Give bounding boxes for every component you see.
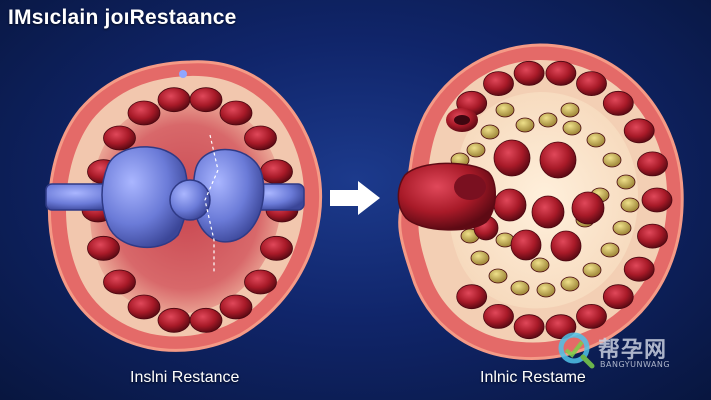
red-blood-cell [576,71,607,96]
fat-droplet [612,220,632,236]
fat-droplet [536,282,556,298]
magnifier-logo-icon [558,332,595,369]
red-blood-cell [260,235,293,261]
red-blood-cell [244,269,277,295]
fat-droplet [495,102,515,118]
red-blood-cell [456,284,488,310]
insulin-particle [571,191,605,225]
red-blood-cell [219,294,253,320]
red-blood-cell [189,307,223,333]
red-blood-cell [244,125,277,151]
red-blood-cell [576,303,607,329]
left-caption: Inslni Restance [130,369,240,386]
fat-droplet [510,280,530,296]
red-blood-cell [87,235,120,261]
insulin-particle [539,141,577,179]
left-cell-ring [81,87,299,333]
right-organ [397,43,684,361]
insulin-particles [473,139,605,262]
watermark: 帮孕网 BANGYUNWANG [556,330,706,376]
fat-droplet [586,132,606,148]
watermark-logo-text: 帮孕网 [598,338,668,363]
fat-droplet [620,197,640,213]
red-blood-cell [545,60,577,86]
fat-droplet [466,142,486,158]
red-blood-cell [623,118,655,144]
red-blood-cell [483,303,514,329]
fat-droplet [560,276,580,292]
insulin-particle [550,230,582,262]
red-blood-cell [545,314,577,340]
fat-droplet [562,120,582,136]
red-blood-cell [157,307,191,333]
insulin-particle [493,188,527,222]
red-blood-cell [127,294,161,320]
red-blood-cell [189,87,223,113]
red-blood-cell [637,223,668,249]
fat-droplet [582,262,602,278]
red-blood-cell [637,151,668,177]
fat-droplet [470,250,490,266]
fat-droplet [560,102,580,118]
receptor-complex [45,70,305,272]
red-blood-cell [513,314,545,340]
red-blood-cell [623,256,655,282]
left-organ [45,60,323,352]
red-blood-cell [513,60,545,86]
fat-droplet [480,124,500,140]
fat-droplet [602,152,622,168]
right-caption: Inlnic Restame [480,369,586,386]
right-cell-ring [456,60,673,340]
fat-droplet [488,268,508,284]
fat-droplet [515,117,535,133]
watermark-subtext: BANGYUNWANG [600,360,671,369]
page-title: IMsıclain joıRestaance [8,6,237,29]
fat-droplet [616,174,636,190]
insulin-particle [531,195,565,229]
red-blood-cell [127,100,161,126]
red-blood-cell [641,187,673,213]
red-blood-cell [483,71,514,96]
red-blood-cell [219,100,253,126]
red-blood-cell [157,87,191,113]
fat-droplet [538,112,558,128]
red-blood-cell [260,159,293,185]
red-blood-cell [602,284,634,310]
red-blood-cell [103,125,136,151]
right-arrow-icon [330,181,380,215]
fat-droplet [530,257,550,273]
fat-droplet [600,242,620,258]
insulin-particle [493,139,531,177]
insulin-particle [510,229,542,261]
red-blood-cell [103,269,136,295]
red-blood-cell [602,90,634,116]
